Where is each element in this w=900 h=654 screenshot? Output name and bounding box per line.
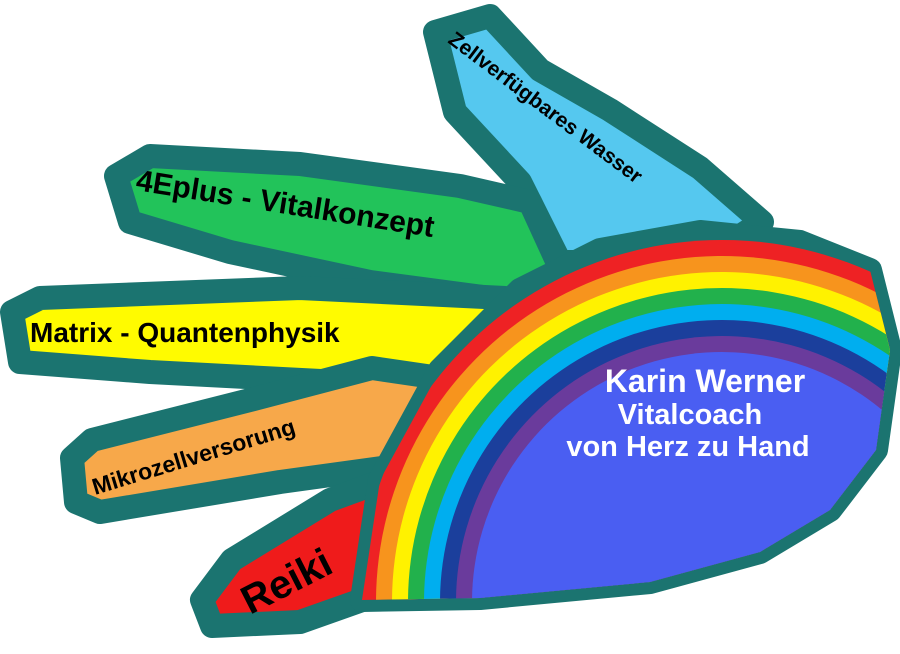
- palm-title: Vitalcoach: [618, 399, 763, 431]
- palm-tagline: von Herz zu Hand: [566, 431, 809, 463]
- palm-name: Karin Werner: [605, 363, 805, 399]
- finger-thumb: [423, 4, 774, 274]
- rainbow: [362, 239, 890, 600]
- middle-label: Matrix - Quantenphysik: [30, 317, 340, 348]
